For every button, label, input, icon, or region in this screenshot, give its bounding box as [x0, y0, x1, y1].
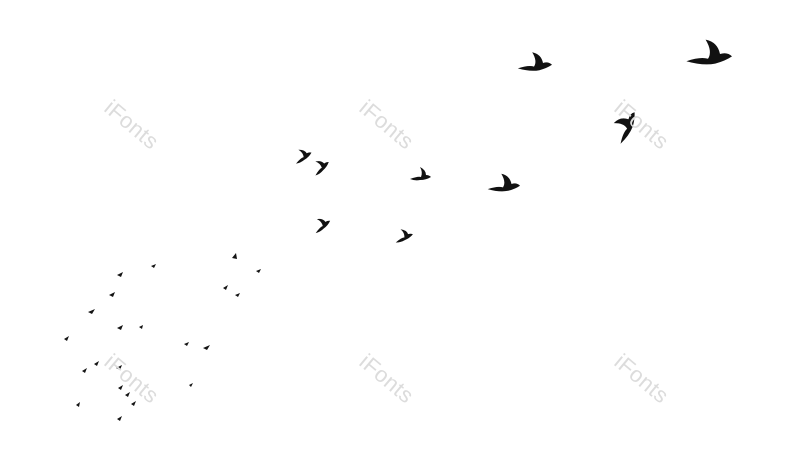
bird-speck — [131, 401, 136, 406]
bird-speck — [117, 272, 123, 277]
bird-speck — [88, 309, 95, 314]
bird-speck — [117, 416, 122, 421]
bird-speck — [125, 392, 130, 397]
bird-speck — [94, 361, 99, 366]
bird-speck — [203, 345, 210, 350]
bird-silhouette — [606, 106, 640, 145]
bird-silhouette — [392, 225, 414, 244]
bird-speck — [235, 293, 240, 297]
bird-speck — [109, 292, 115, 297]
bird-silhouette — [686, 39, 732, 65]
bird-speck — [116, 365, 122, 370]
bird-silhouette — [487, 173, 520, 192]
bird-silhouette — [308, 155, 331, 177]
bird-speck — [64, 336, 69, 341]
bird-speck — [76, 402, 80, 407]
bird-speck — [151, 264, 156, 268]
distant-birds — [64, 253, 261, 421]
bird-speck — [117, 325, 123, 330]
bird-silhouette — [309, 213, 332, 235]
bird-speck — [256, 269, 261, 273]
bird-speck — [223, 285, 228, 290]
bird-speck — [82, 368, 87, 373]
bird-speck — [118, 385, 123, 390]
bird-speck — [232, 253, 237, 259]
bird-silhouette — [410, 167, 431, 181]
bird-silhouette — [517, 52, 552, 71]
bird-speck — [184, 342, 189, 346]
bird-speck — [139, 325, 143, 329]
bird-speck — [189, 383, 193, 387]
bird-silhouette — [290, 144, 313, 165]
